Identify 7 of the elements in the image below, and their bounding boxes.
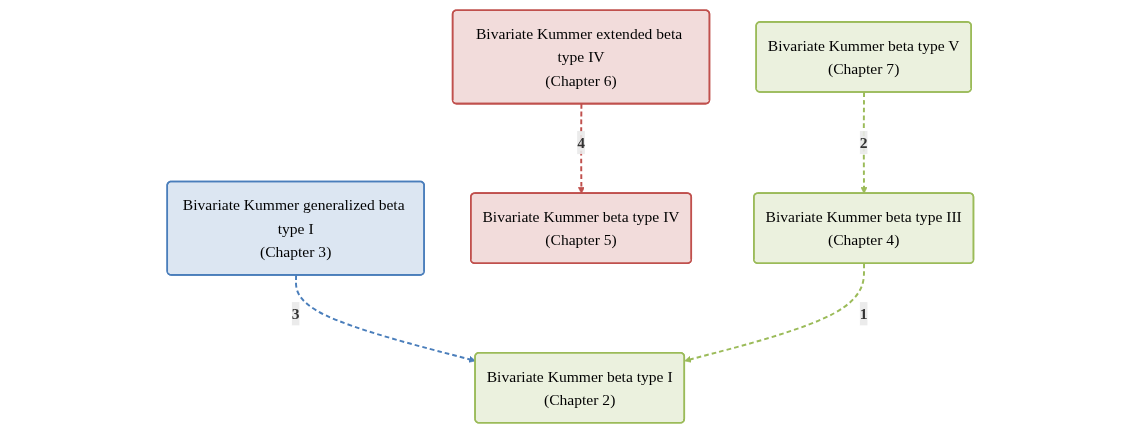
arrow <box>684 262 865 363</box>
edge-label: 4 <box>576 133 585 152</box>
arrow <box>860 91 868 194</box>
edge-label: 3 <box>291 305 300 323</box>
arrow <box>577 103 585 194</box>
edge-label: 1 <box>859 305 868 323</box>
edge-label: 2 <box>859 133 868 152</box>
